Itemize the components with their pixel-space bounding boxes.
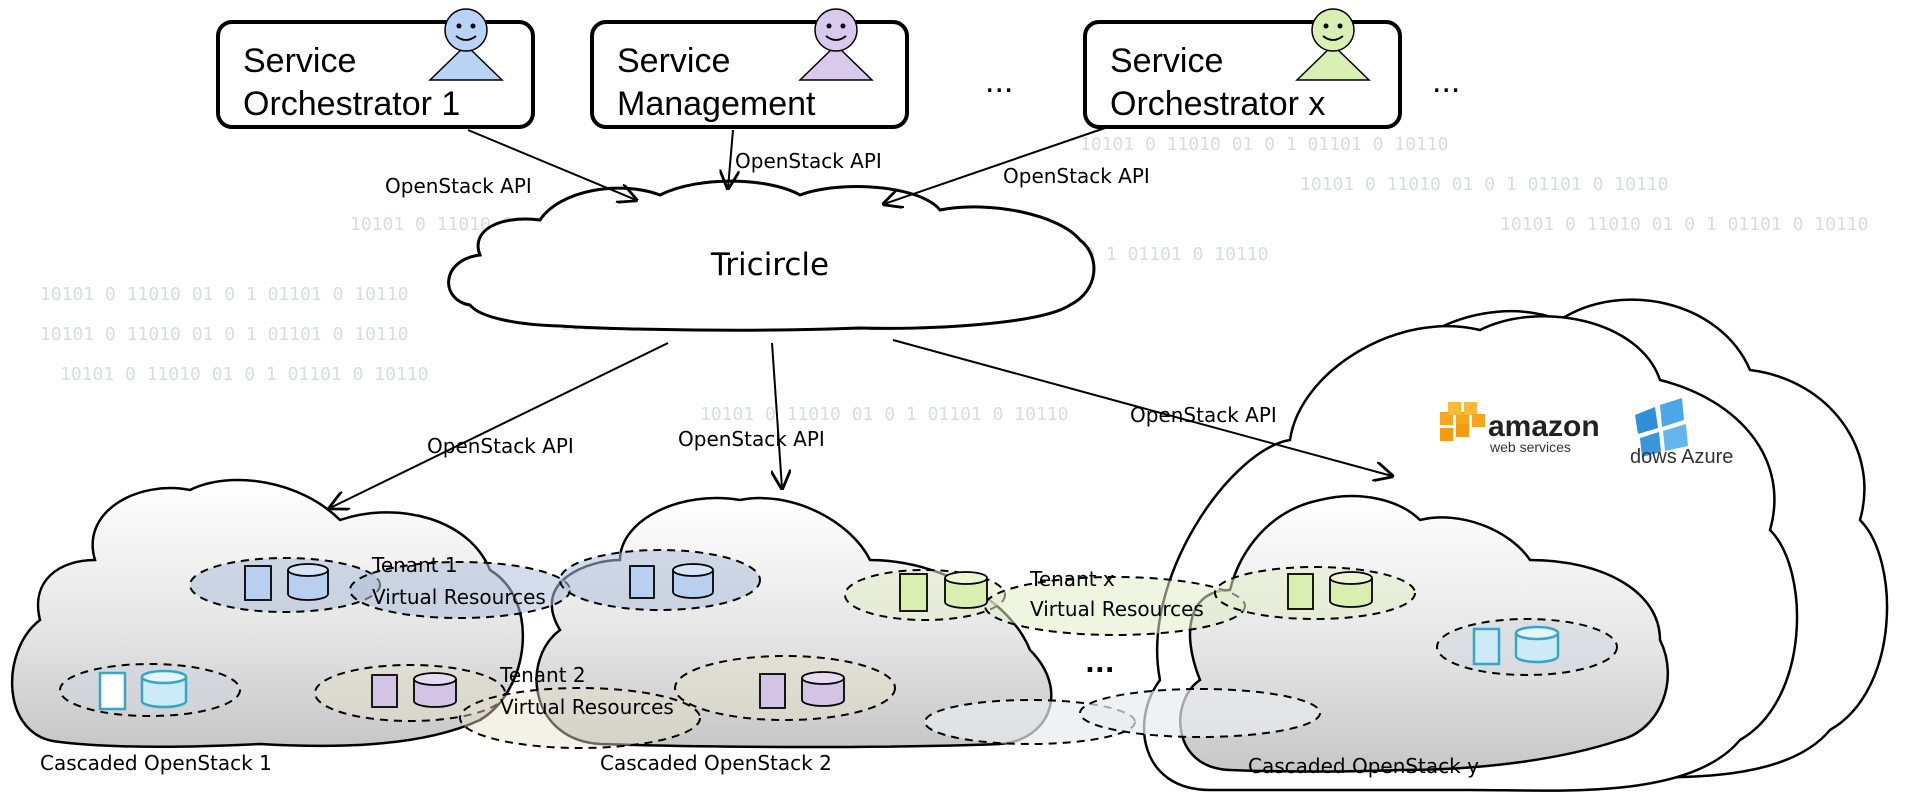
tenant-1-line2: Virtual Resources (372, 585, 546, 609)
svg-text:amazon: amazon (1488, 410, 1600, 443)
vm-icon (629, 565, 655, 599)
cascaded-openstack-1-label: Cascaded OpenStack 1 (40, 751, 272, 775)
storage-icon (672, 563, 714, 599)
management-line1: Service (617, 42, 730, 80)
ellipsis-bottom: ... (1085, 649, 1115, 679)
svg-text:dows Azure: dows Azure (1630, 446, 1733, 468)
service-orchestrator-x-box: Service Orchestrator x (1083, 8, 1402, 129)
vm-icon (1472, 627, 1501, 666)
api-label-top-2: OpenStack API (735, 149, 882, 173)
api-label-top-1: OpenStack API (385, 174, 532, 198)
orchestrator-x-line1: Service (1110, 42, 1223, 80)
svg-text:10101 0 11010 01 0 1 01101 0 1: 10101 0 11010 01 0 1 01101 0 10110 (60, 364, 428, 385)
user-icon (428, 8, 504, 81)
ellipsis-top-1: ... (985, 62, 1013, 100)
api-arrow-management (728, 129, 733, 188)
svg-text:10101 0 11010 01 0 1 01101 0 1: 10101 0 11010 01 0 1 01101 0 10110 (40, 284, 408, 305)
storage-icon (413, 672, 457, 708)
vm-icon (899, 573, 928, 612)
tenant-x-line2: Virtual Resources (1030, 597, 1204, 621)
api-arrow-cascaded-y (892, 339, 1392, 476)
unnamed-tenant-pool (924, 688, 1321, 745)
tenant-2-line1: Tenant 2 (499, 663, 586, 687)
amazon-web-services-logo: amazon web services (1440, 402, 1600, 455)
api-label-bottom-2: OpenStack API (678, 427, 825, 451)
ellipsis-top-2: ... (1432, 62, 1460, 100)
svg-text:10101 0 11010 01 0 1 01101 0 1: 10101 0 11010 01 0 1 01101 0 10110 (700, 404, 1068, 425)
api-arrow-orch1 (467, 129, 636, 200)
vm-icon (759, 673, 786, 709)
service-orchestrator-1-box: Service Orchestrator 1 (216, 8, 535, 129)
management-line2: Management (617, 85, 816, 123)
tenant-1-line1: Tenant 1 (371, 553, 458, 577)
tenant-x-line1: Tenant x (1029, 567, 1115, 591)
orchestrator-x-line2: Orchestrator x (1110, 85, 1325, 123)
api-label-top-3: OpenStack API (1003, 164, 1150, 188)
vm-icon (1287, 573, 1314, 610)
vm-icon (244, 565, 272, 601)
storage-icon (1329, 571, 1373, 608)
tricircle-label: Tricircle (710, 247, 829, 283)
orchestrator-1-line1: Service (243, 42, 356, 80)
vm-icon (371, 674, 398, 708)
svg-text:10101 0 11010 01 0 1 01101 0 1: 10101 0 11010 01 0 1 01101 0 10110 (1080, 134, 1448, 155)
windows-azure-logo: dows Azure (1630, 398, 1733, 468)
service-management-box: Service Management (590, 8, 909, 129)
tenant-2-line2: Virtual Resources (500, 695, 674, 719)
storage-icon (801, 671, 845, 707)
user-icon (1295, 8, 1371, 81)
vm-icon (98, 671, 127, 711)
api-arrow-orchx (884, 127, 1106, 204)
svg-text:10101 0 11010 01 0 1 01101 0 1: 10101 0 11010 01 0 1 01101 0 10110 (40, 324, 408, 345)
tricircle-cloud (447, 179, 1096, 332)
storage-icon (944, 571, 988, 609)
api-arrow-cascaded-1 (330, 342, 669, 508)
api-label-bottom-3: OpenStack API (1130, 403, 1277, 427)
storage-icon (287, 563, 329, 601)
svg-text:10101 0 11010 01 0 1 01101 0 1: 10101 0 11010 01 0 1 01101 0 10110 (1300, 174, 1668, 195)
api-arrow-cascaded-2 (772, 342, 782, 488)
cascaded-openstack-2-label: Cascaded OpenStack 2 (600, 751, 832, 775)
storage-icon (140, 669, 188, 709)
user-icon (798, 8, 874, 81)
storage-icon (1514, 625, 1560, 664)
svg-text:web services: web services (1489, 439, 1571, 455)
api-label-bottom-1: OpenStack API (427, 434, 574, 458)
cascaded-openstack-y-label: Cascaded OpenStack y (1248, 754, 1479, 778)
orchestrator-1-line2: Orchestrator 1 (243, 85, 460, 123)
svg-text:10101 0 11010 01 0 1 01101 0 1: 10101 0 11010 01 0 1 01101 0 10110 (1500, 214, 1868, 235)
